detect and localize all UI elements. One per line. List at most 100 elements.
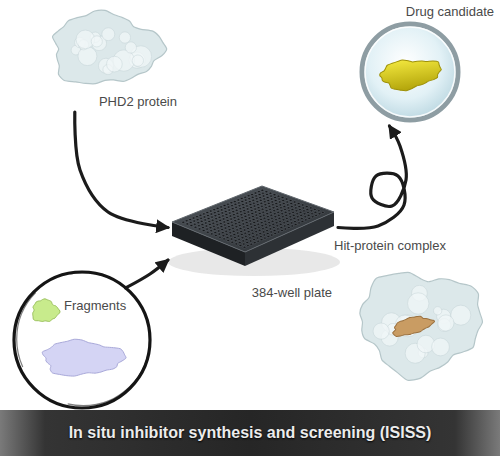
- well: [237, 202, 240, 204]
- surface-bump: [408, 293, 429, 314]
- well: [221, 212, 224, 214]
- well: [273, 210, 276, 212]
- well: [236, 212, 239, 214]
- well: [279, 220, 282, 222]
- well: [258, 194, 261, 196]
- well: [289, 200, 292, 202]
- well: [259, 232, 262, 234]
- drug-molecule: [378, 55, 443, 94]
- well: [270, 217, 273, 219]
- well: [261, 225, 264, 227]
- well: [240, 198, 243, 200]
- well: [294, 223, 297, 225]
- well: [274, 199, 277, 201]
- well: [266, 229, 269, 231]
- well: [300, 214, 303, 216]
- well: [282, 200, 285, 202]
- well: [264, 223, 267, 225]
- well: [289, 216, 292, 218]
- well: [278, 217, 281, 219]
- well: [284, 211, 287, 213]
- well: [278, 201, 281, 203]
- well: [213, 209, 216, 211]
- well: [284, 228, 287, 230]
- well: [232, 214, 235, 216]
- fragment-blob: [42, 339, 126, 376]
- well: [231, 205, 234, 207]
- well: [242, 206, 245, 208]
- well: [301, 204, 304, 206]
- well: [203, 216, 206, 218]
- drug-lens: Drug candidate: [348, 2, 496, 126]
- well: [288, 210, 291, 212]
- well: [263, 217, 266, 219]
- well: [246, 245, 249, 247]
- plate-top: [172, 186, 334, 252]
- well: [215, 218, 218, 220]
- well: [245, 221, 248, 223]
- well: [207, 218, 210, 220]
- well: [267, 219, 270, 221]
- well: [242, 240, 245, 242]
- well: [202, 230, 205, 232]
- well: [302, 207, 305, 209]
- well: [311, 213, 314, 215]
- well: [241, 220, 244, 222]
- well: [226, 203, 229, 205]
- well: [296, 216, 299, 218]
- well: [243, 209, 246, 211]
- well: [264, 220, 267, 222]
- well: [292, 214, 295, 216]
- well: [244, 235, 247, 237]
- well: [223, 221, 226, 223]
- well: [265, 191, 268, 193]
- well: [197, 225, 200, 227]
- well: [286, 201, 289, 203]
- well: [283, 225, 286, 227]
- well: [253, 205, 256, 207]
- well: [269, 192, 272, 194]
- well: [233, 217, 236, 219]
- well: [255, 214, 258, 216]
- well: [300, 217, 303, 219]
- well: [238, 205, 241, 207]
- well: [258, 213, 261, 215]
- well: [246, 208, 249, 210]
- well: [238, 221, 241, 223]
- well: [267, 199, 270, 201]
- well: [277, 231, 280, 233]
- well: [260, 222, 263, 224]
- well: [212, 222, 215, 224]
- well: [253, 222, 256, 224]
- well: [254, 211, 257, 213]
- well: [260, 219, 263, 221]
- well: [238, 238, 241, 240]
- well: [195, 216, 198, 218]
- well: [229, 235, 232, 237]
- well: [256, 220, 259, 222]
- well: [265, 210, 268, 212]
- well: [262, 211, 265, 213]
- brush-circle: [17, 273, 150, 406]
- well: [276, 225, 279, 227]
- well: [233, 200, 236, 202]
- well: [274, 216, 277, 218]
- well: [240, 214, 243, 216]
- well: [317, 210, 320, 212]
- well: [291, 208, 294, 210]
- well: [198, 228, 201, 230]
- well: [251, 193, 254, 195]
- well: [293, 220, 296, 222]
- well: [210, 233, 213, 235]
- well: [283, 208, 286, 210]
- well: [293, 201, 296, 203]
- well: [244, 196, 247, 198]
- well: [302, 210, 305, 212]
- well: [298, 222, 301, 224]
- well: [239, 245, 242, 247]
- well: [259, 216, 262, 218]
- well: [220, 225, 223, 227]
- well: [255, 231, 258, 233]
- well: [270, 195, 273, 197]
